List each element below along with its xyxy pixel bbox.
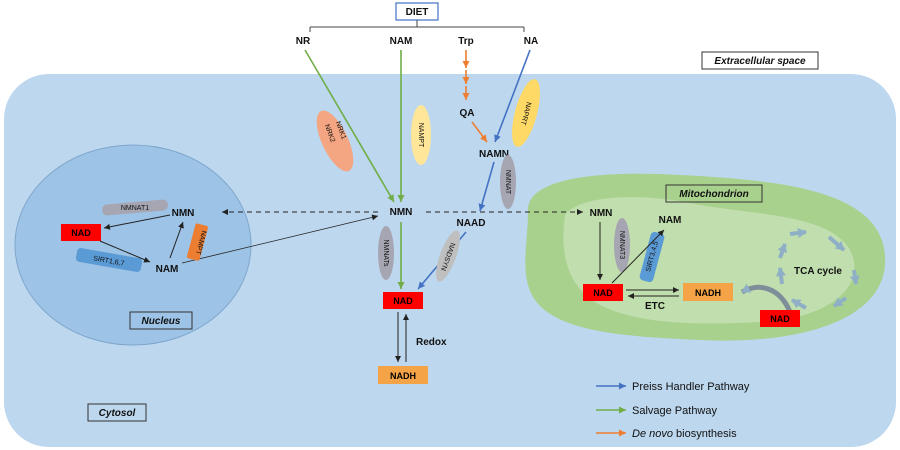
extracellular-label: Extracellular space: [714, 56, 806, 67]
enzyme-nmnats: [378, 226, 394, 280]
arrow-nucnmn-nad: [103, 214, 171, 230]
enzyme-sirt-nucleus: [75, 248, 143, 272]
extracellular-box: [701, 51, 819, 70]
enzyme-sirt-mito: [639, 231, 665, 283]
enzyme-nampt-cytosol: [411, 105, 431, 165]
nucleus-label-box: [129, 311, 193, 330]
etc-label: ETC: [645, 301, 665, 312]
arrow-nucnam-nucnmn: [169, 221, 184, 259]
metabolite-nmn-mito: NMN: [590, 208, 613, 219]
nad-box-nucleus: [61, 224, 101, 241]
arrow-nad-nucnam: [99, 240, 151, 263]
legend-label-preiss: Preiss Handler Pathway: [632, 381, 750, 393]
legend: Preiss Handler Pathway Salvage Pathway D…: [596, 381, 750, 440]
metabolite-naad: NAAD: [457, 218, 486, 229]
nadh-box-mito: [683, 283, 733, 301]
diet-bracket: [309, 20, 525, 32]
cytosol-label: Cytosol: [99, 408, 136, 419]
enzyme-nampt-cytosol-label: NAMPT: [417, 123, 424, 148]
enzyme-nrk: [316, 110, 354, 172]
nad-box-mito: [583, 284, 623, 301]
cytosol-label-box: [87, 403, 147, 422]
nad-label-tca: NAD: [770, 314, 790, 324]
diet-label: DIET: [406, 7, 429, 18]
legend-label-denovo: De novo biosynthesis: [632, 428, 737, 440]
legend-label-denovo-italic: De novo: [632, 428, 673, 440]
nucleus: [14, 144, 252, 346]
tca-cycle-arrows: [776, 228, 860, 310]
mito-label-box: [665, 184, 763, 203]
source-na: NA: [524, 36, 538, 47]
enzyme-nadsyn: [436, 230, 460, 282]
nad-label-mito: NAD: [593, 288, 613, 298]
nadh-box-cytosol: [378, 366, 428, 384]
tca-nadh-curve: [740, 283, 793, 314]
metabolite-qa: QA: [460, 108, 475, 119]
enzyme-nmnat3-label: NMNAT3: [618, 231, 625, 259]
redox-label: Redox: [416, 337, 447, 348]
arrow-qa-namn: [471, 121, 488, 143]
metabolite-nmn-nucleus: NMN: [172, 208, 195, 219]
source-trp: Trp: [458, 36, 474, 47]
metabolite-nam-mito: NAM: [659, 215, 682, 226]
enzyme-nmnat1-label: NMNAT1: [121, 205, 149, 212]
mitochondrion-inner: [563, 197, 855, 324]
nucleus-label: Nucleus: [142, 316, 181, 327]
arrow-mitonad-nam: [611, 229, 665, 284]
source-nr: NR: [296, 36, 311, 47]
enzyme-nmnat-cytosol: [500, 155, 516, 209]
arrow-namn-naad: [478, 161, 495, 212]
arrow-na-namn: [494, 49, 531, 143]
legend-label-salvage: Salvage Pathway: [632, 405, 717, 417]
nad-box-tca: [760, 310, 800, 327]
arrow-nucnam-nmn: [181, 214, 379, 264]
tca-label: TCA cycle: [794, 266, 842, 277]
enzyme-nmnat1: [102, 199, 168, 216]
source-nam: NAM: [390, 36, 413, 47]
nad-box-cytosol: [383, 292, 423, 309]
nadh-label-mito: NADH: [695, 288, 721, 298]
arrow-nr-nmn: [304, 49, 395, 203]
nadh-label-cytosol: NADH: [390, 371, 416, 381]
metabolite-nmn-cytosol: NMN: [390, 207, 413, 218]
enzyme-nmnat3: [614, 218, 630, 272]
metabolite-nam-nucleus: NAM: [156, 264, 179, 275]
enzyme-nampt-nucleus: [186, 223, 208, 261]
enzyme-nmnat-cytosol-label: NMNAT: [504, 170, 511, 195]
enzyme-nmnats-label: NMNATs: [382, 239, 389, 267]
enzyme-naprt: [512, 79, 540, 147]
nad-label-nucleus: NAD: [71, 228, 91, 238]
nad-label-cytosol: NAD: [393, 296, 413, 306]
mito-label: Mitochondrion: [679, 189, 748, 200]
metabolite-namn: NAMN: [479, 149, 509, 160]
legend-label-denovo-rest: biosynthesis: [673, 428, 737, 440]
